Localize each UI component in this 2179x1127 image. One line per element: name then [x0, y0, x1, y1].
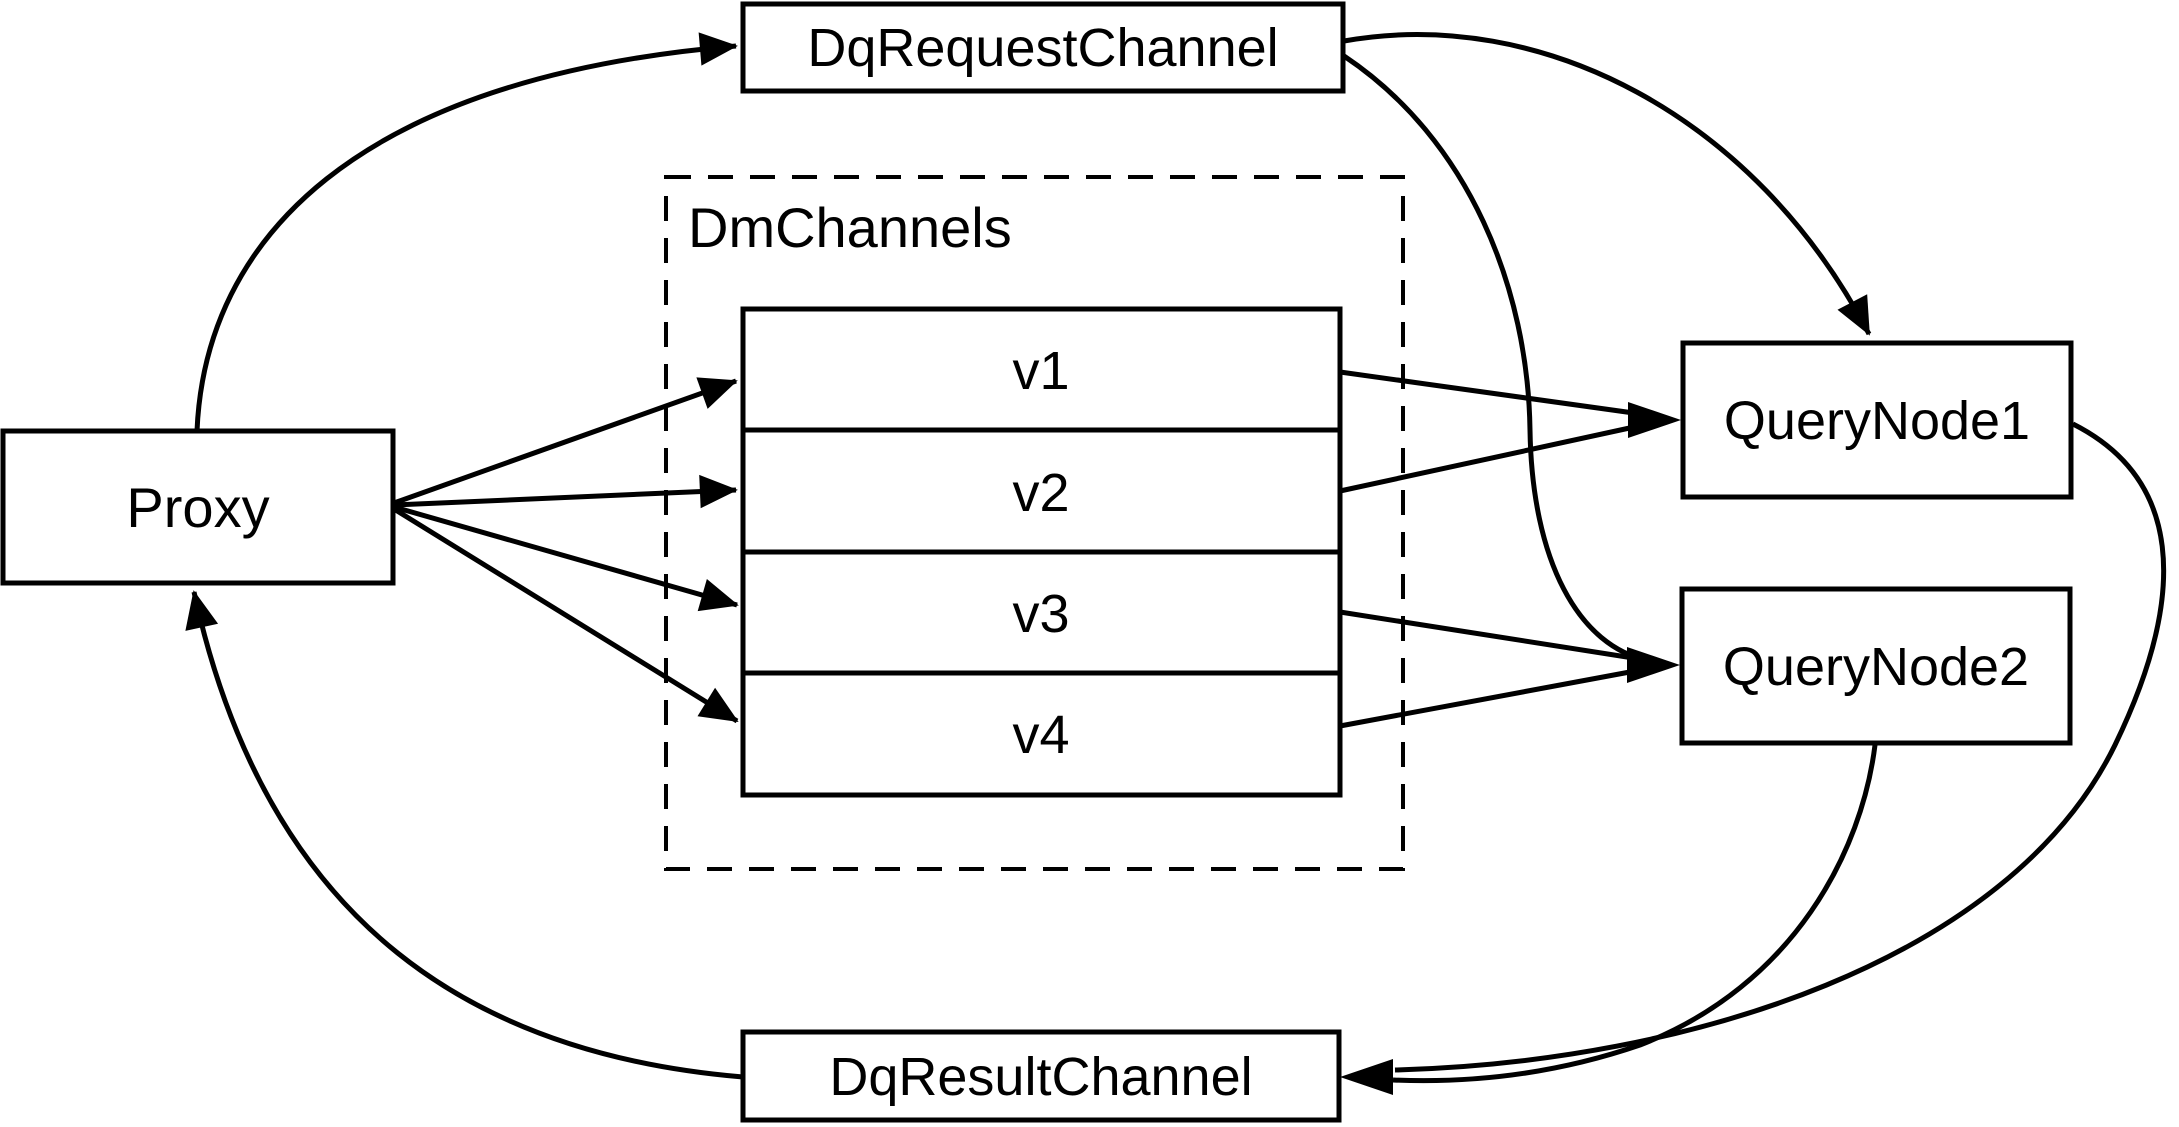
node-dq-result-channel: DqResultChannel	[740, 1029, 1342, 1123]
edge-proxy-to-v1	[393, 377, 738, 506]
edge-v1-to-query-node-1	[1339, 369, 1649, 418]
query-node-2-box	[1679, 586, 2073, 746]
edge-dq-result-channel-to-proxy	[185, 590, 744, 1080]
query-node-2-label: QueryNode2	[1723, 637, 2029, 697]
edge-v3-to-query-node-2	[1339, 609, 1647, 663]
query-node-1-box	[1680, 340, 2074, 500]
arrowhead-dq-result-channel-right	[1340, 1059, 1393, 1095]
edge-proxy-to-dq-request-channel	[194, 32, 738, 432]
dm-channels-label: DmChannels	[688, 196, 1012, 259]
edge-proxy-to-v3	[393, 504, 739, 612]
dq-result-channel-box	[740, 1029, 1342, 1123]
channel-row-v4: v4	[1012, 705, 1069, 765]
channel-row-v3: v3	[1012, 584, 1069, 644]
edge-proxy-to-v4	[392, 506, 739, 724]
proxy-box	[0, 428, 396, 586]
edge-v2-to-query-node-1	[1339, 421, 1649, 494]
edge-proxy-to-v2	[393, 474, 738, 509]
arrowhead-query-node-1-left	[1628, 402, 1681, 438]
edges	[185, 32, 2167, 1095]
channel-row-v2: v2	[1012, 463, 1069, 523]
group-dm-channels: DmChannels v1 v2 v3 v4	[664, 175, 1405, 871]
arrowhead-query-node-2-left	[1627, 647, 1680, 683]
node-dq-request-channel: DqRequestChannel	[740, 1, 1346, 94]
dq-result-channel-label: DqResultChannel	[829, 1047, 1252, 1107]
edge-query-node-2-to-dq-result-channel	[1392, 744, 1878, 1084]
proxy-label: Proxy	[126, 476, 269, 539]
dq-request-channel-box	[740, 1, 1346, 94]
edge-dq-request-channel-to-query-node-1	[1343, 32, 1872, 336]
edge-v4-to-query-node-2	[1339, 666, 1647, 729]
dm-channels-table: v1 v2 v3 v4	[740, 306, 1343, 798]
query-node-1-label: QueryNode1	[1724, 391, 2030, 451]
node-query-node-1: QueryNode1	[1680, 340, 2074, 500]
edge-query-node-1-to-dq-result-channel	[1394, 421, 2167, 1073]
edge-dq-request-channel-to-query-node-2	[1342, 53, 1651, 664]
node-proxy: Proxy	[0, 428, 396, 586]
dq-request-channel-label: DqRequestChannel	[807, 18, 1278, 78]
node-query-node-2: QueryNode2	[1679, 586, 2073, 746]
channel-row-v1: v1	[1012, 341, 1069, 401]
